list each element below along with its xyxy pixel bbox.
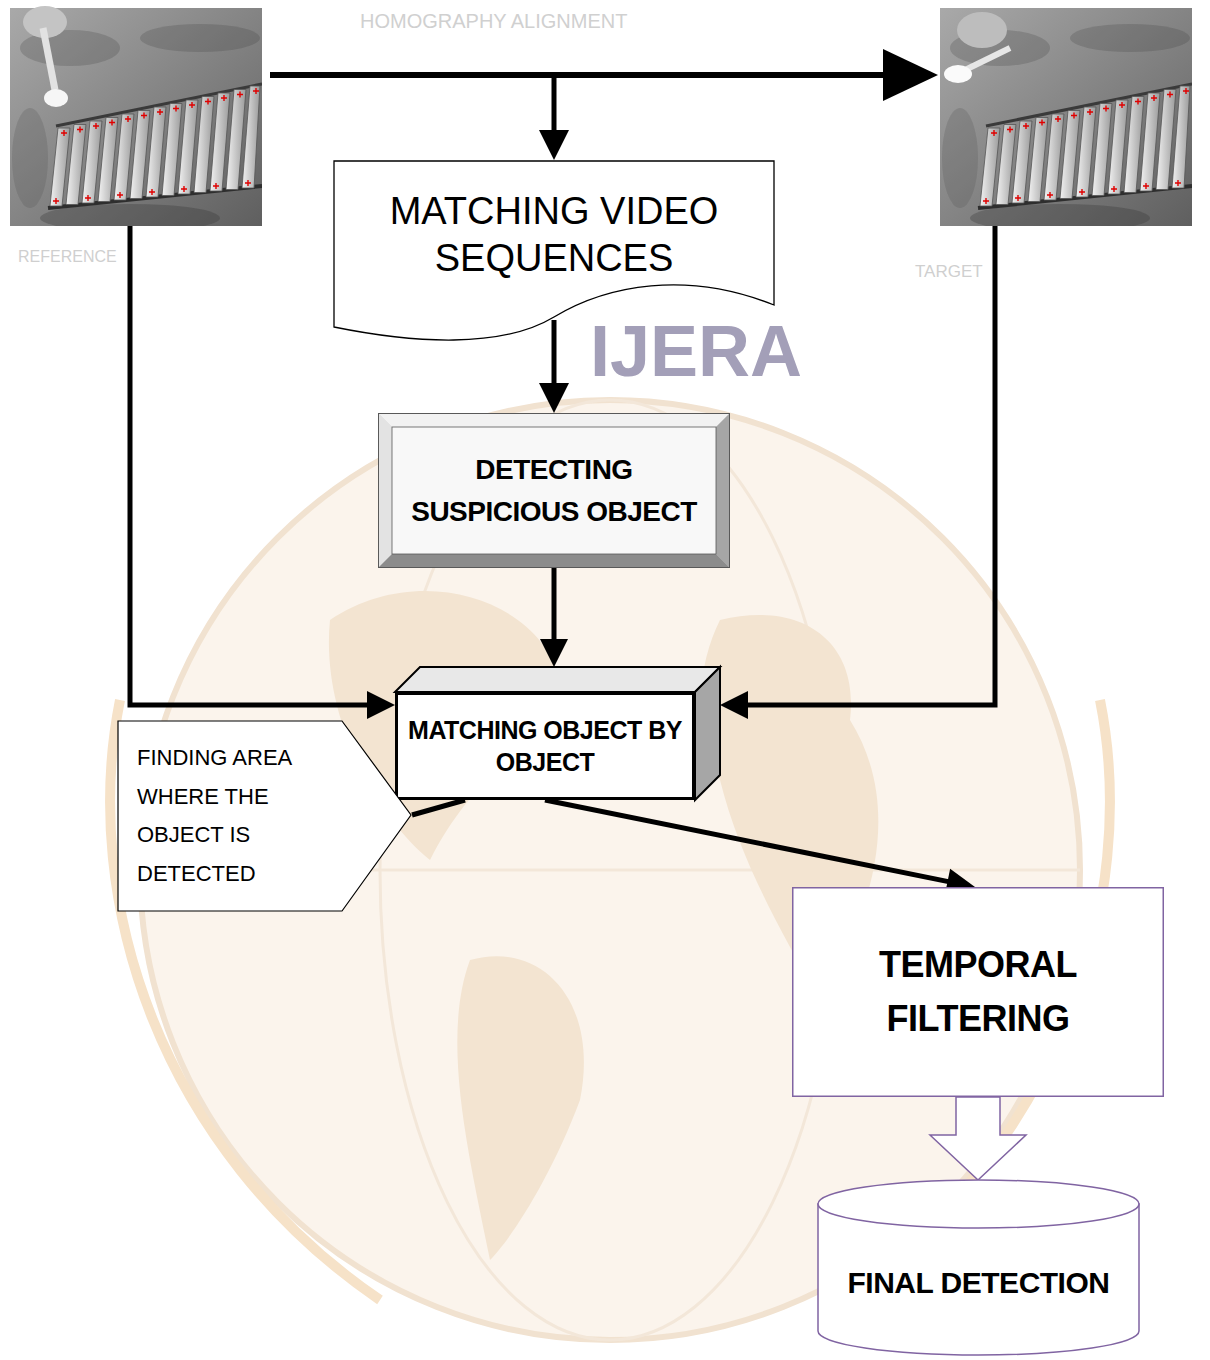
image-caption: REFERENCE — [18, 248, 117, 266]
text-area: MATCHING OBJECT BY OBJECT — [401, 698, 689, 794]
connector — [539, 320, 569, 413]
connector-line — [552, 320, 557, 392]
cube-box: MATCHING OBJECT BY OBJECT — [395, 667, 720, 800]
bevel-outline — [379, 414, 730, 568]
node-text: MATCHING VIDEO SEQUENCES — [358, 188, 750, 283]
arrowhead — [883, 49, 938, 101]
arrowhead — [367, 691, 395, 719]
mallet-head — [944, 65, 972, 83]
bevel-face — [392, 427, 716, 554]
node-text: MATCHING OBJECT BY OBJECT — [401, 714, 689, 779]
callout-outline — [118, 721, 411, 911]
bevel-bottom — [378, 554, 730, 568]
box-outline — [793, 888, 1164, 1097]
reference-frame: REFERENCE — [10, 8, 262, 226]
target-photo — [940, 8, 1192, 232]
bevel-box-outline — [378, 413, 730, 568]
block-arrow — [930, 1097, 1026, 1180]
connector-line — [740, 226, 995, 705]
node-text: FINAL DETECTION — [848, 1263, 1110, 1302]
database-cylinder: FINAL DETECTION — [817, 1180, 1140, 1355]
cylinder-top — [818, 1180, 1139, 1228]
node-text: TEMPORAL FILTERING — [812, 938, 1144, 1046]
text-area: FINAL DETECTION — [835, 1230, 1122, 1335]
arrowhead — [539, 130, 569, 160]
connector — [540, 568, 568, 667]
hand — [957, 12, 1007, 48]
continent — [457, 956, 584, 1260]
bevel-left — [378, 413, 392, 568]
process-box-outline — [792, 887, 1164, 1097]
text-area: DETECTING SUSPICIOUS OBJECT — [398, 433, 710, 548]
cube-side — [695, 667, 720, 800]
callout-box: FINDING AREA WHERE THE OBJECT IS DETECTE… — [117, 720, 412, 912]
reference-photo — [10, 8, 262, 232]
connector — [412, 800, 465, 815]
bevel-ground — [379, 414, 730, 568]
arrowhead — [720, 691, 748, 719]
watermark-text: IJERA — [590, 310, 802, 392]
mallet-handle — [43, 28, 55, 90]
target-frame: TARGET — [940, 8, 1192, 226]
node-text: FINDING AREA WHERE THE OBJECT IS DETECTE… — [137, 739, 332, 893]
mallet-head — [44, 89, 68, 107]
edge-label: HOMOGRAPHY ALIGNMENT — [360, 10, 627, 33]
cube-front — [397, 694, 694, 799]
text-area: FINDING AREA WHERE THE OBJECT IS DETECTE… — [137, 738, 332, 894]
connector — [930, 1097, 1026, 1180]
connector-line — [412, 800, 465, 815]
arrowhead — [540, 639, 568, 667]
node-text: DETECTING SUSPICIOUS OBJECT — [398, 449, 710, 533]
target-mallet — [944, 12, 1010, 83]
image-caption: TARGET — [915, 262, 983, 282]
mallet-handle — [965, 48, 1010, 70]
text-area: MATCHING VIDEO SEQUENCES — [358, 180, 750, 290]
connector — [545, 800, 975, 894]
process-box: TEMPORAL FILTERING — [792, 887, 1164, 1097]
connector-line — [270, 75, 554, 139]
bevel-right — [716, 413, 730, 568]
connector-line — [552, 568, 557, 647]
connector — [270, 75, 569, 160]
text-area: TEMPORAL FILTERING — [812, 907, 1144, 1077]
connector-line — [545, 800, 956, 883]
cube-top — [395, 667, 720, 692]
reference-mallet — [23, 6, 68, 107]
arrowhead — [539, 383, 569, 413]
bevel-box: DETECTING SUSPICIOUS OBJECT — [378, 413, 730, 568]
bevel-top — [378, 413, 730, 427]
